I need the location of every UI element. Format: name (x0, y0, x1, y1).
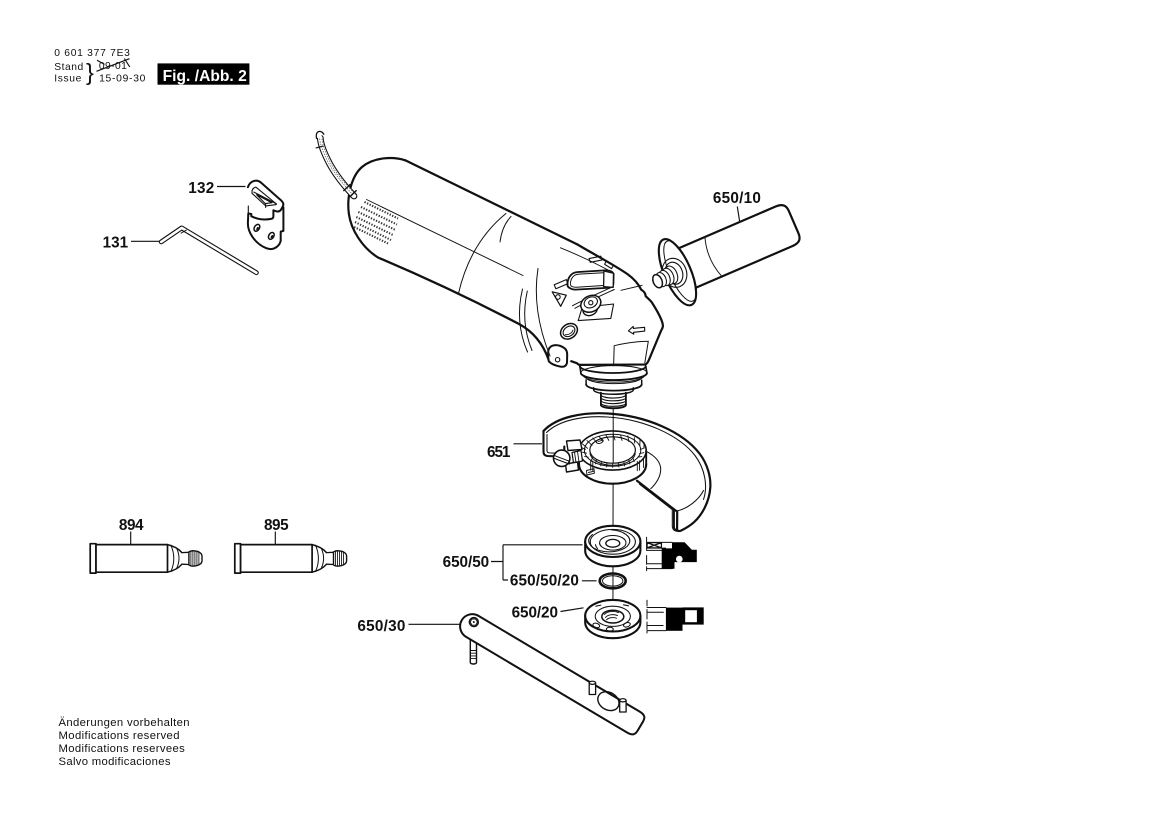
svg-text:15-09-30: 15-09-30 (99, 73, 146, 84)
svg-text:}: } (86, 59, 94, 85)
svg-text:Stand: Stand (54, 62, 83, 73)
svg-text:Issue: Issue (54, 73, 81, 84)
svg-text:894: 894 (119, 517, 144, 534)
svg-text:651: 651 (487, 444, 511, 461)
svg-text:895: 895 (264, 517, 289, 534)
svg-text:Modifications reservees: Modifications reservees (59, 743, 186, 755)
svg-text:Änderungen vorbehalten: Änderungen vorbehalten (59, 717, 190, 729)
svg-text:650/30: 650/30 (357, 618, 405, 635)
svg-text:Fig. /Abb. 2: Fig. /Abb. 2 (163, 68, 248, 85)
svg-text:650/20: 650/20 (512, 605, 558, 622)
svg-text:0 601 377 7E3: 0 601 377 7E3 (54, 48, 130, 59)
svg-text:09-01: 09-01 (99, 61, 127, 72)
svg-text:132: 132 (188, 180, 214, 197)
svg-text:131: 131 (103, 234, 129, 251)
svg-text:650/50/20: 650/50/20 (510, 573, 579, 590)
svg-text:650/10: 650/10 (713, 190, 761, 207)
svg-text:Salvo modificaciones: Salvo modificaciones (59, 756, 171, 768)
svg-text:650/50: 650/50 (443, 554, 490, 571)
svg-text:Modifications reserved: Modifications reserved (59, 730, 180, 742)
